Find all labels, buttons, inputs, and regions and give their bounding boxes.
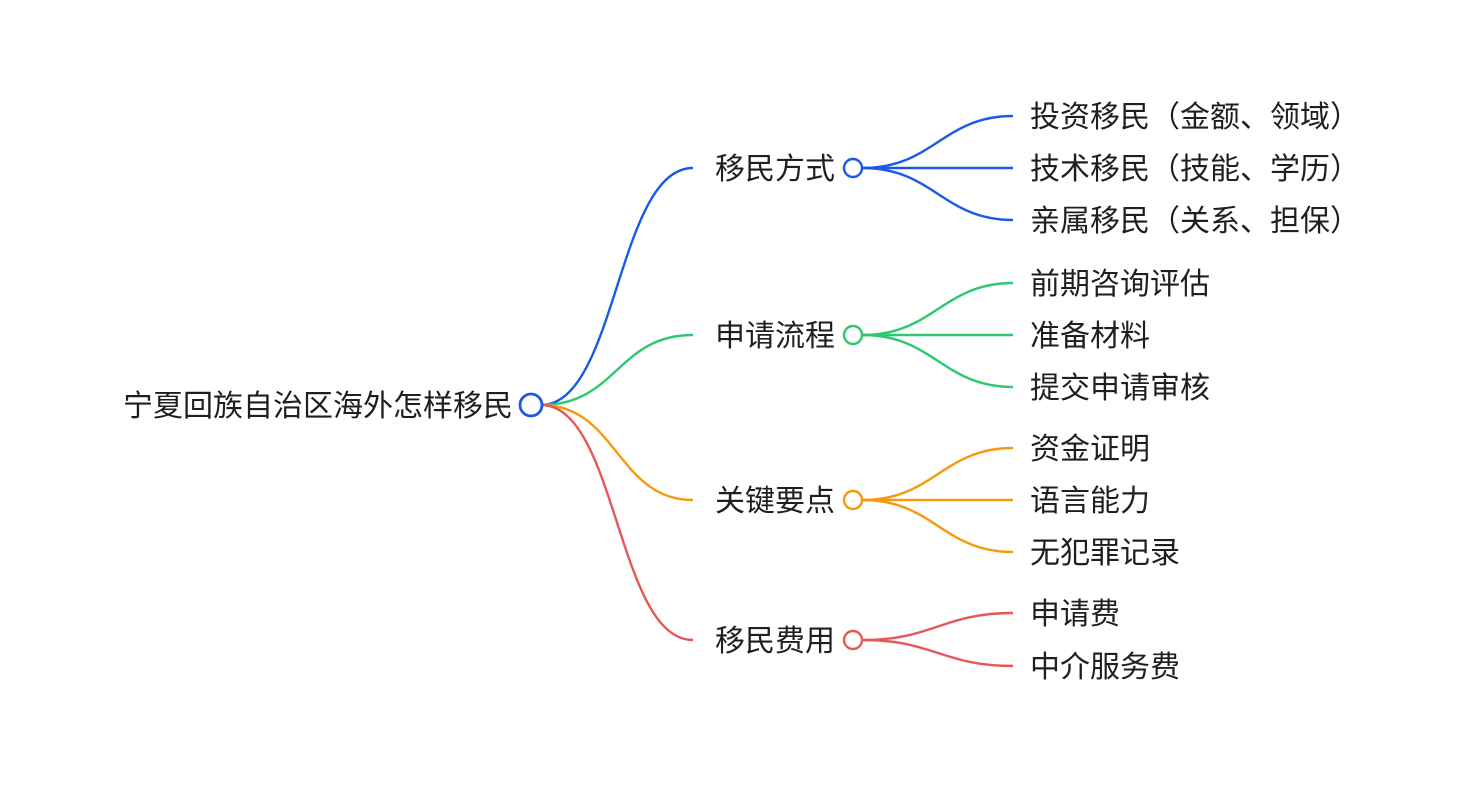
branch-1: 移民方式 投资移民（金额、领域） 技术移民（技能、学历） 亲属移民（关系、担保） — [540, 100, 1360, 407]
leaf-label[interactable]: 无犯罪记录 — [1030, 536, 1180, 571]
leaf-connector — [862, 498, 1014, 554]
root-label: 宁夏回族自治区海外怎样移民 — [123, 389, 513, 424]
leaf-connector — [862, 446, 1014, 502]
branch-connector — [540, 166, 694, 407]
branch-label[interactable]: 申请流程 — [715, 319, 835, 354]
branch-label[interactable]: 关键要点 — [715, 484, 835, 519]
branch-node[interactable] — [842, 629, 864, 651]
branch-node[interactable] — [842, 324, 864, 346]
branch-connector — [540, 403, 694, 502]
leaf-label[interactable]: 亲属移民（关系、担保） — [1030, 204, 1360, 239]
leaf-connector — [862, 611, 1014, 642]
leaf-connector — [862, 638, 1014, 668]
leaf-label[interactable]: 资金证明 — [1030, 432, 1150, 467]
leaf-label[interactable]: 申请费 — [1030, 597, 1120, 632]
leaf-label[interactable]: 技术移民（技能、学历） — [1030, 152, 1360, 187]
branch-label[interactable]: 移民费用 — [715, 624, 835, 659]
leaf-connector — [862, 166, 1014, 222]
leaf-connector — [862, 281, 1014, 337]
root-node[interactable] — [518, 392, 544, 418]
branch-connector — [540, 333, 694, 407]
leaf-label[interactable]: 提交申请审核 — [1030, 371, 1210, 406]
branch-connector — [540, 403, 694, 642]
branch-node[interactable] — [842, 489, 864, 511]
leaf-connector — [862, 333, 1014, 389]
leaf-label[interactable]: 投资移民（金额、领域） — [1030, 100, 1360, 135]
leaf-label[interactable]: 准备材料 — [1030, 319, 1150, 354]
leaf-connector — [862, 114, 1014, 170]
leaf-label[interactable]: 前期咨询评估 — [1030, 267, 1210, 302]
branch-label[interactable]: 移民方式 — [715, 152, 835, 187]
leaf-label[interactable]: 中介服务费 — [1030, 650, 1180, 685]
branch-node[interactable] — [842, 157, 864, 179]
leaf-label[interactable]: 语言能力 — [1030, 484, 1150, 519]
